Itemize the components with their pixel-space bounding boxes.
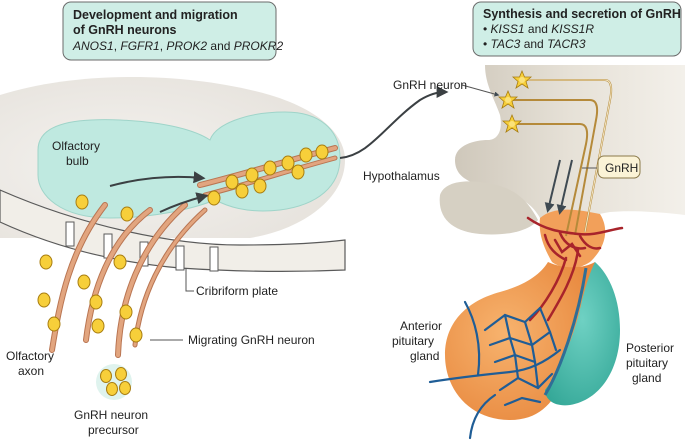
label-migrating-neuron: Migrating GnRH neuron: [188, 333, 315, 347]
left-box-title-1: Development and migration: [73, 8, 238, 22]
label-olfactory-axon-2: axon: [18, 364, 44, 378]
left-box-title-2: of GnRH neurons: [73, 23, 177, 37]
label-posterior-3: gland: [632, 371, 661, 385]
label-olfactory-bulb-2: bulb: [66, 154, 89, 168]
migration-arrows: [109, 171, 209, 213]
label-gnrh-neuron: GnRH neuron: [393, 78, 467, 92]
migration-arrow-1: [109, 171, 206, 187]
right-box-line-1: • KISS1 and KISS1R: [483, 22, 594, 36]
posterior-pituitary: [545, 262, 620, 406]
right-box-line-2: • TAC3 and TACR3: [483, 37, 586, 51]
label-olfactory-bulb-1: Olfactory: [52, 139, 100, 153]
pituitary-stalk: [539, 209, 606, 269]
label-hypothalamus: Hypothalamus: [363, 169, 440, 183]
precursor-cluster: [96, 364, 132, 400]
left-info-box: [62, 1, 277, 61]
label-precursor-1: GnRH neuron: [74, 408, 148, 422]
leader-lines-left: [150, 268, 194, 341]
connector-arrow: [339, 86, 449, 159]
label-anterior-2: pituitary: [392, 334, 434, 348]
vessels-blue: [428, 300, 562, 440]
label-olfactory-axon-1: Olfactory: [6, 349, 54, 363]
hypothalamus-lower-lobe: [439, 181, 538, 235]
label-gnrh-tag: GnRH: [605, 161, 638, 175]
gnrh-tag: [597, 155, 641, 179]
left-panel: Development and migration of GnRH neuron…: [0, 1, 346, 437]
right-box-title: Synthesis and secretion of GnRH: [483, 7, 681, 21]
gnrh-axons-right: [508, 79, 613, 237]
portal-vessels-red: [526, 216, 624, 322]
label-posterior-2: pituitary: [626, 356, 668, 370]
secretion-arrows: [544, 159, 573, 215]
label-precursor-2: precursor: [88, 423, 139, 437]
label-posterior-1: Posterior: [626, 341, 674, 355]
label-anterior-3: gland: [410, 349, 439, 363]
migration-arrow-2: [159, 192, 209, 213]
label-cribriform-plate: Cribriform plate: [196, 284, 278, 298]
leader-lines-right: [461, 84, 597, 169]
gland-divider: [543, 267, 588, 396]
right-info-box: [472, 1, 682, 57]
gnrh-neurons-right: [497, 69, 533, 133]
right-panel: Synthesis and secretion of GnRH • KISS1 …: [363, 1, 685, 440]
label-anterior-1: Anterior: [400, 319, 442, 333]
gnrh-neurons-left: [37, 144, 329, 343]
left-box-genes: ANOS1, FGFR1, PROK2 and PROKR2: [72, 39, 283, 53]
